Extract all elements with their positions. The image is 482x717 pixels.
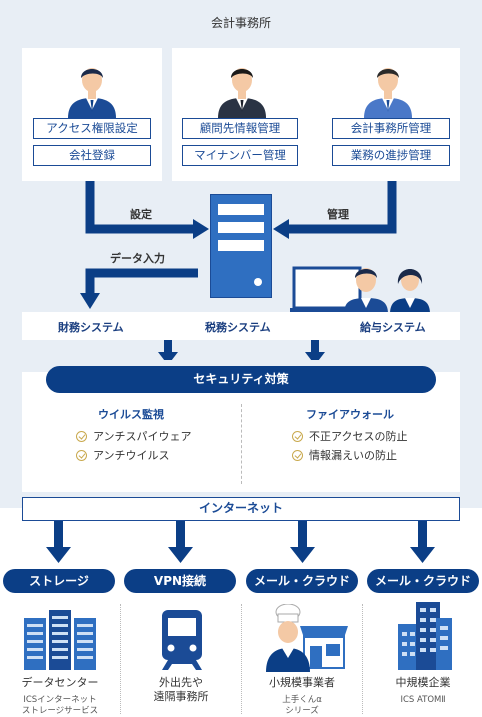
service-divider — [241, 604, 242, 714]
small-business-sub: シリーズ — [285, 706, 319, 716]
storage-pill[interactable]: ストレージ — [3, 569, 115, 593]
client-info-button[interactable]: 顧問先情報管理 — [182, 118, 298, 139]
security-divider — [241, 404, 242, 484]
virus-item: アンチスパイウェア — [76, 428, 192, 444]
security-title: セキュリティ対策 — [46, 366, 436, 393]
train-icon — [162, 610, 202, 670]
office-title: 会計事務所 — [210, 16, 271, 30]
data-center-name: データセンター — [21, 676, 99, 689]
data-center-sub: ストレージサービス — [21, 706, 99, 716]
virus-monitoring-heading: ウイルス監視 — [98, 408, 164, 421]
settings-arrowhead — [193, 219, 209, 239]
mid-enterprise-sub: ICS ATOMⅡ — [400, 695, 446, 705]
mail-cloud-pill[interactable]: メール・クラウド — [367, 569, 479, 593]
bidir-arrow-left-down — [158, 352, 178, 360]
office-management-button[interactable]: 会計事務所管理 — [332, 118, 450, 139]
firewall-heading: ファイアウォール — [306, 408, 394, 421]
laptop-users-icon — [290, 266, 430, 314]
check-icon — [292, 449, 303, 461]
check-icon — [76, 430, 87, 442]
internet-bar: インターネット — [22, 497, 460, 521]
remote-office-name: 遠隔事務所 — [153, 690, 209, 703]
company-registration-button[interactable]: 会社登録 — [33, 145, 151, 166]
remote-office-name: 外出先や — [159, 676, 203, 689]
service-divider — [120, 604, 121, 714]
management-label: 管理 — [327, 208, 349, 221]
data-center-sub: ICSインターネット — [23, 695, 97, 705]
vpn-pill[interactable]: VPN接続 — [124, 569, 236, 593]
data-center-icon — [24, 610, 96, 670]
small-business-sub: 上手くんα — [282, 695, 322, 705]
service-arrows — [46, 521, 435, 563]
office-building-icon — [398, 602, 452, 670]
tax-system-label: 税務システム — [205, 321, 271, 334]
my-number-button[interactable]: マイナンバー管理 — [182, 145, 298, 166]
data-entry-arrowhead — [80, 293, 100, 309]
settings-label: 設定 — [130, 208, 152, 221]
bidir-arrow-right-down — [305, 352, 325, 360]
data-entry-label: データ入力 — [110, 252, 165, 265]
management-arrowhead — [273, 219, 289, 239]
management-arrow — [286, 181, 397, 234]
virus-item: アンチウイルス — [76, 447, 170, 463]
chef-shop-icon — [266, 604, 348, 672]
staff-person-icon — [68, 68, 116, 118]
finance-system-label: 財務システム — [58, 321, 124, 334]
payroll-system-label: 給与システム — [360, 321, 426, 334]
access-permission-button[interactable]: アクセス権限設定 — [33, 118, 151, 139]
firewall-item: 情報漏えいの防止 — [292, 447, 397, 463]
staff-person-icon — [364, 68, 412, 118]
check-icon — [76, 449, 87, 461]
data-entry-arrow — [85, 268, 198, 296]
progress-management-button[interactable]: 業務の進捗管理 — [332, 145, 450, 166]
settings-arrow — [85, 181, 196, 234]
mail-cloud-pill[interactable]: メール・クラウド — [246, 569, 358, 593]
service-divider — [362, 604, 363, 714]
small-business-name: 小規模事業者 — [269, 676, 335, 689]
mid-enterprise-name: 中規模企業 — [395, 676, 451, 689]
systems-bar — [22, 312, 460, 340]
staff-person-icon — [218, 68, 266, 118]
firewall-item: 不正アクセスの防止 — [292, 428, 407, 444]
check-icon — [292, 430, 303, 442]
server-icon — [210, 194, 272, 298]
